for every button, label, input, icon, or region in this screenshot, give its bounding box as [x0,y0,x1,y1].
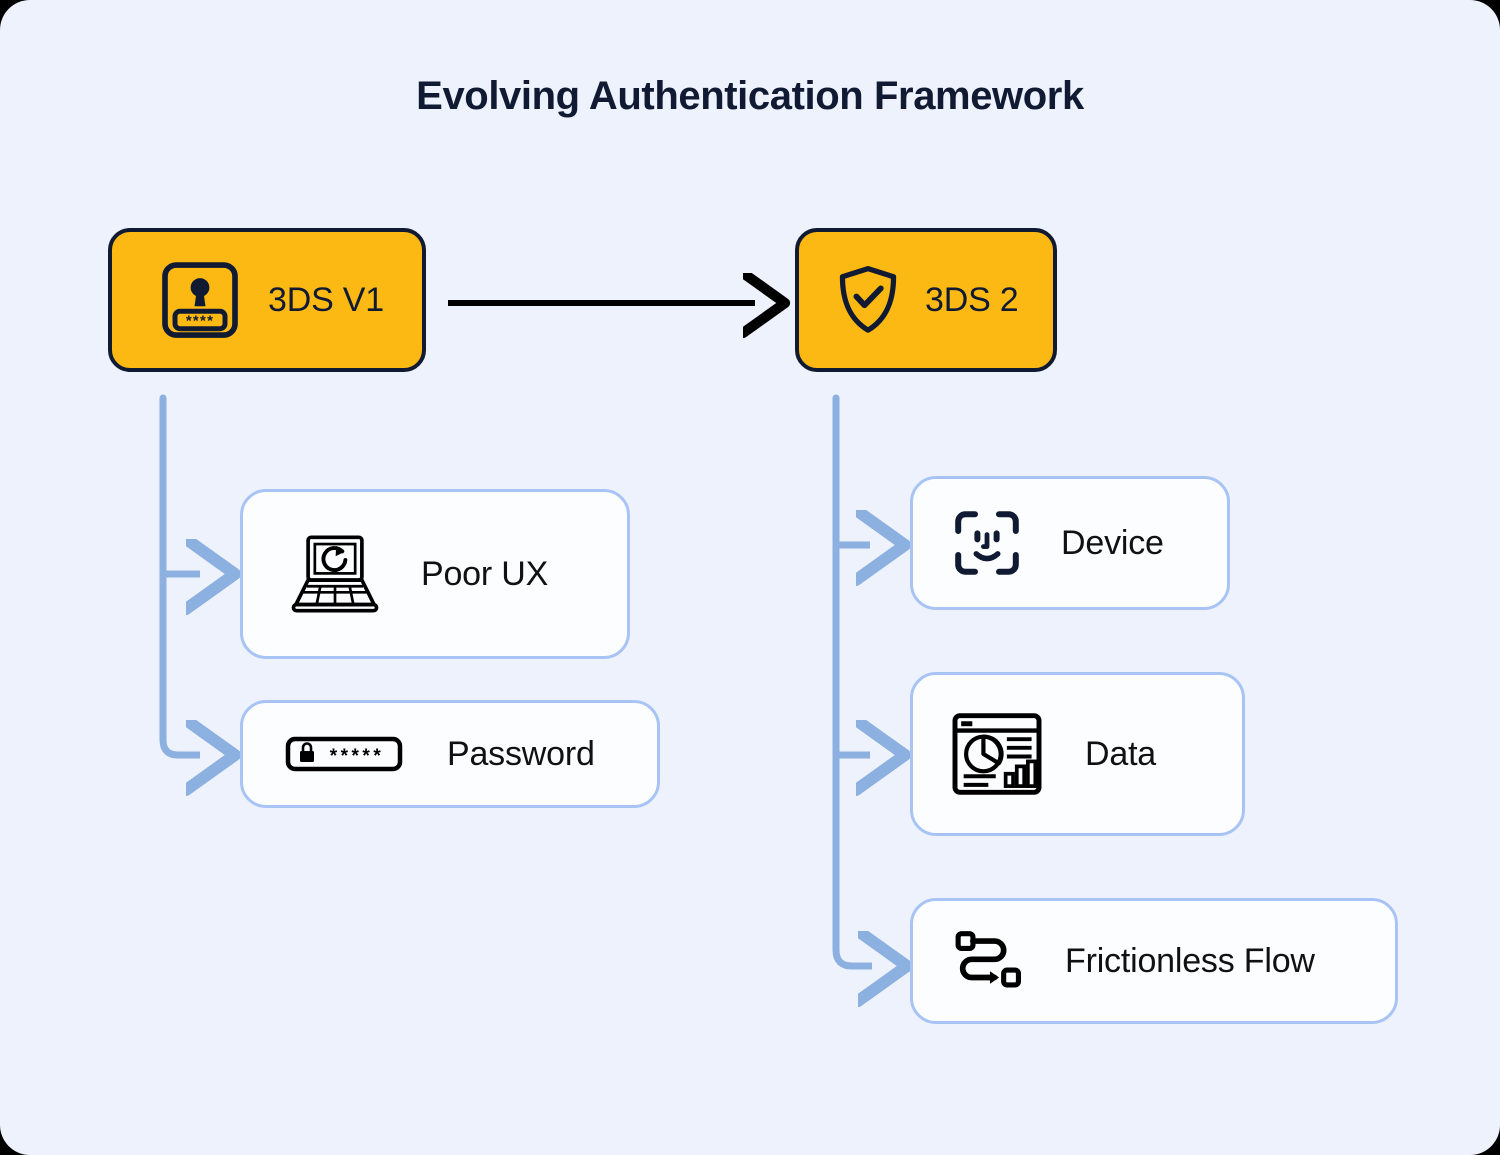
workflow-route-icon [955,931,1022,988]
svg-text:****: **** [186,313,214,330]
card-data-label: Data [1085,734,1157,773]
node-3ds-v1[interactable]: **** 3DS V1 [108,228,426,372]
keyhole-password-icon: **** [160,260,240,340]
card-password-label: Password [447,734,595,773]
lock-password-field-icon: ***** [285,733,403,775]
left-branch-trunk [159,394,189,759]
card-device-label: Device [1061,523,1164,562]
face-id-icon [951,507,1023,579]
page-title: Evolving Authentication Framework [416,74,1084,118]
laptop-refresh-icon [291,530,379,618]
card-device[interactable]: Device [910,476,1230,610]
card-data[interactable]: Data [910,672,1245,836]
svg-text:*****: ***** [330,746,384,767]
node-3ds-v1-label: 3DS V1 [268,280,384,319]
card-poor-ux[interactable]: Poor UX [240,489,630,659]
shield-check-icon [835,264,901,336]
card-password[interactable]: ***** Password [240,700,660,808]
right-branch-trunk [832,394,862,970]
card-frictionless-flow[interactable]: Frictionless Flow [910,898,1398,1024]
node-3ds-2[interactable]: 3DS 2 [795,228,1057,372]
card-frictionless-flow-label: Frictionless Flow [1065,941,1315,980]
node-3ds-2-label: 3DS 2 [925,280,1019,319]
card-poor-ux-label: Poor UX [421,554,549,593]
dashboard-analytics-icon [952,713,1042,795]
